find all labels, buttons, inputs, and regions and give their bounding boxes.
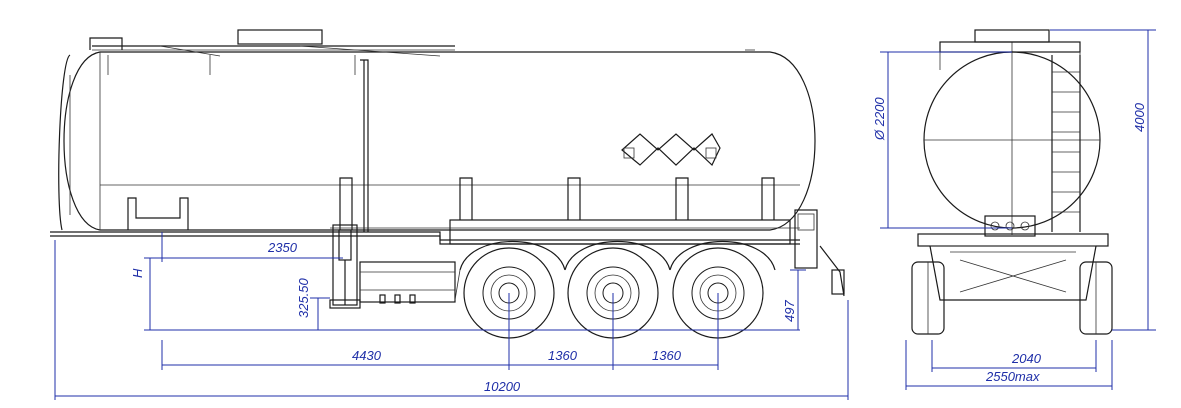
axle-offset-label: 4430: [352, 348, 382, 363]
rear-view: [911, 29, 1113, 335]
side-view: [50, 29, 845, 339]
overall-length-label: 10200: [484, 379, 521, 394]
rear-view-dimensions: Ø 2200 4000 2040 2550max: [872, 29, 1156, 390]
chassis-frame: [50, 209, 845, 309]
tank-diameter-label: Ø 2200: [872, 97, 887, 141]
axle-spacing-1-label: 1360: [548, 348, 578, 363]
kingpin-offset-label: 2350: [267, 240, 298, 255]
side-view-dimensions: 2350 H 325.50 497 4430 1360 1360 10200: [54, 232, 849, 400]
tank-side-handles: [127, 177, 775, 230]
overall-width-label: 2550max: [985, 369, 1040, 384]
fifth-wheel-height-label: 325.50: [296, 277, 311, 318]
track-width-label: 2040: [1011, 351, 1042, 366]
overall-height-label: 4000: [1132, 102, 1147, 132]
rear-ladder: [1051, 55, 1081, 232]
bumper-height-label: 497: [782, 300, 797, 322]
tank-body: [58, 29, 816, 232]
height-h-label: H: [130, 268, 145, 278]
axle-spacing-2-label: 1360: [652, 348, 682, 363]
